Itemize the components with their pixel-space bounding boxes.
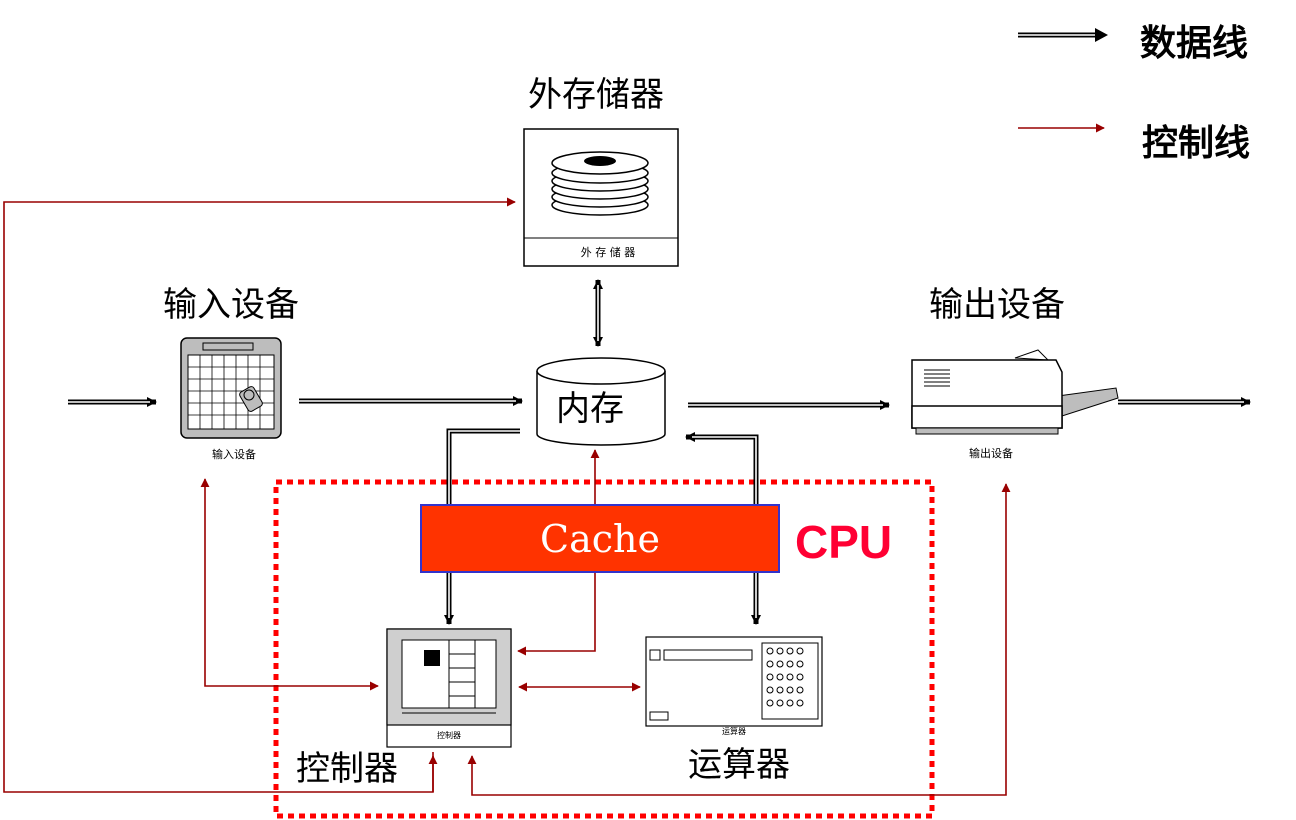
external-storage-icon: 外 存 储 器 bbox=[523, 128, 679, 267]
external-storage-label: 外存储器 bbox=[528, 75, 664, 115]
alu-icon: 运算器 bbox=[645, 636, 823, 736]
cache-label: Cache bbox=[540, 517, 660, 561]
control-line-controller-output bbox=[467, 483, 1011, 796]
output-device-label: 输出设备 bbox=[929, 285, 1065, 325]
legend-control-line-label: 控制线 bbox=[1142, 123, 1250, 164]
control-line-controller-input bbox=[200, 478, 379, 691]
memory-label: 内存 bbox=[556, 389, 624, 429]
controller-caption: 控制器 bbox=[437, 730, 461, 740]
legend: 数据线 控制线 bbox=[1018, 23, 1250, 164]
alu-label: 运算器 bbox=[688, 745, 790, 785]
external-storage-caption: 外 存 储 器 bbox=[581, 245, 636, 259]
controller-icon: 控制器 bbox=[386, 628, 512, 748]
memory-cylinder bbox=[536, 357, 666, 446]
output-device-caption: 输出设备 bbox=[969, 446, 1013, 460]
cache-block: Cache bbox=[420, 504, 780, 573]
cpu-label: CPU bbox=[795, 516, 892, 568]
input-device-label: 输入设备 bbox=[163, 285, 299, 325]
legend-data-line-label: 数据线 bbox=[1140, 23, 1248, 64]
alu-caption: 运算器 bbox=[722, 726, 746, 736]
input-device-icon: 输入设备 bbox=[180, 337, 282, 461]
input-device-caption: 输入设备 bbox=[212, 447, 256, 461]
controller-label: 控制器 bbox=[296, 749, 398, 789]
legend-data-line-sample bbox=[1018, 28, 1108, 42]
stylus-puck-icon bbox=[239, 386, 263, 412]
printer-icon: 输出设备 bbox=[911, 349, 1119, 460]
